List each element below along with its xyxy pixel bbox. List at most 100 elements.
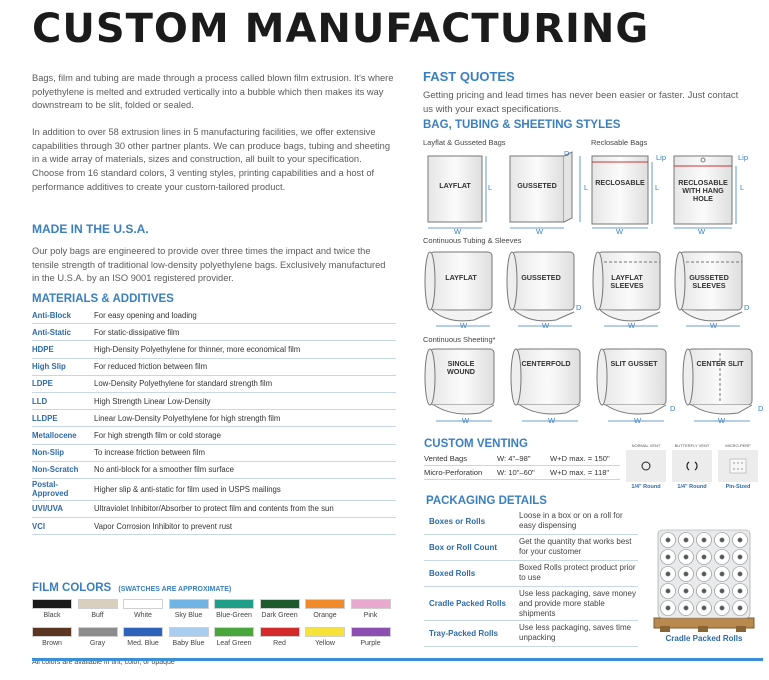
roll-core bbox=[665, 554, 671, 560]
reclosable-label: Reclosable Bags bbox=[591, 138, 648, 147]
dim-l-layflat: L bbox=[488, 183, 493, 192]
material-name: LLDPE bbox=[32, 413, 58, 423]
color-swatch-label: Gray bbox=[89, 640, 106, 647]
sheeting-roll-1 bbox=[424, 348, 495, 415]
sheet-label-slit-gusset: SLIT GUSSET bbox=[610, 359, 658, 368]
reclosable-bag-shape bbox=[591, 155, 649, 225]
color-swatch-label: Sky Blue bbox=[174, 612, 203, 619]
layflat-gusseted-label: Layflat & Gusseted Bags bbox=[423, 138, 506, 147]
packaging-name: Cradle Packed Rolls bbox=[429, 599, 506, 608]
packaging-description: Loose in a box or on a roll for easy dis… bbox=[519, 511, 623, 530]
sheet-label-single-wound: SINGLE WOUND bbox=[447, 359, 475, 376]
bag-label-layflat: LAYFLAT bbox=[439, 181, 471, 190]
material-description: For static-dissipative film bbox=[94, 327, 180, 337]
roll-core bbox=[665, 588, 671, 594]
sheeting-diagrams bbox=[418, 345, 768, 425]
pallet-illustration bbox=[653, 529, 755, 632]
bag-styles-illustration bbox=[427, 151, 737, 229]
venting-row: Vented Bags W: 4"–98" W+D max. = 150" bbox=[424, 452, 620, 466]
color-swatch bbox=[123, 627, 163, 637]
material-description: Higher slip & anti-static for film used … bbox=[94, 484, 281, 494]
dim-lip-hang-hole: Lip bbox=[738, 153, 749, 162]
color-swatch-label: Red bbox=[273, 640, 286, 647]
fast-quotes-heading: FAST QUOTES bbox=[423, 69, 515, 84]
material-name: Metallocene bbox=[32, 430, 77, 440]
color-swatch bbox=[123, 599, 163, 609]
dim-l-gusseted: L bbox=[584, 183, 589, 192]
intro-paragraph-1: Bags, film and tubing are made through a… bbox=[32, 73, 394, 111]
bag-label-reclosable: RECLOSABLE bbox=[595, 178, 645, 187]
roll-core bbox=[737, 588, 743, 594]
material-name: Non-Slip bbox=[32, 448, 65, 458]
venting-row-wd: W+D max. = 118" bbox=[550, 468, 610, 477]
materials-heading: MATERIALS & ADDITIVES bbox=[32, 293, 174, 305]
material-row: Anti-Block For easy opening and loading bbox=[32, 307, 396, 325]
color-swatch-label: Pink bbox=[363, 612, 378, 619]
packaging-name: Box or Roll Count bbox=[429, 543, 497, 552]
color-swatch-label: Baby Blue bbox=[172, 640, 205, 647]
bag-diagrams bbox=[424, 146, 764, 236]
material-description: For easy opening and loading bbox=[94, 310, 197, 320]
color-swatch bbox=[259, 599, 300, 609]
color-swatch-label: Med. Blue bbox=[127, 640, 159, 647]
vent-head-2: BUTTERFLY VENT bbox=[674, 443, 710, 448]
color-swatch bbox=[77, 599, 118, 609]
venting-row-name: Vented Bags bbox=[424, 454, 468, 463]
roll-core bbox=[701, 554, 707, 560]
sheet-dim-w-3: W bbox=[634, 416, 642, 425]
packaging-description: Use less packaging, saves time unpacking bbox=[519, 623, 632, 642]
tubing-roll-2 bbox=[506, 251, 575, 322]
sheet-dim-d-2: D bbox=[758, 404, 764, 413]
roll-core bbox=[701, 571, 707, 577]
sheeting-illustration bbox=[424, 348, 753, 422]
roll-core bbox=[701, 588, 707, 594]
color-swatch bbox=[32, 599, 72, 609]
tube-label-layflat-sleeves: LAYFLAT SLEEVES bbox=[610, 273, 644, 290]
tubing-diagrams bbox=[418, 248, 768, 330]
sheeting-roll-3 bbox=[596, 348, 667, 415]
dim-w-hang-hole: W bbox=[698, 227, 706, 236]
color-swatch bbox=[259, 627, 300, 637]
packaging-name: Boxes or Rolls bbox=[429, 517, 486, 526]
tube-label-layflat: LAYFLAT bbox=[445, 273, 477, 282]
material-name: Anti-Block bbox=[32, 310, 71, 320]
color-swatch-label: Brown bbox=[42, 640, 62, 647]
tubing-illustration bbox=[424, 251, 743, 327]
roll-core bbox=[737, 554, 743, 560]
roll-core bbox=[701, 537, 707, 543]
color-swatch-label: Yellow bbox=[315, 640, 335, 647]
tubing-roll-4 bbox=[674, 251, 743, 322]
roll-core bbox=[719, 554, 725, 560]
material-description: Vapor Corrosion Inhibitor to prevent rus… bbox=[94, 521, 233, 531]
roll-core bbox=[665, 537, 671, 543]
material-name: HDPE bbox=[32, 344, 54, 354]
color-swatch bbox=[77, 627, 118, 637]
material-name: Postal-Approved bbox=[32, 480, 69, 499]
tube-dim-w-1: W bbox=[460, 321, 468, 330]
material-name: LLD bbox=[32, 396, 48, 406]
venting-row-w: W: 4"–98" bbox=[497, 454, 531, 463]
roll-core bbox=[719, 605, 725, 611]
tube-dim-d-1: D bbox=[576, 303, 582, 312]
roll-core bbox=[683, 554, 689, 560]
tube-dim-d-2: D bbox=[744, 303, 750, 312]
color-swatch-label: White bbox=[134, 612, 152, 619]
film-colors-heading: FILM COLORS (SWATCHES ARE APPROXIMATE) bbox=[32, 582, 231, 594]
color-swatch bbox=[214, 627, 254, 637]
dim-w-reclosable: W bbox=[616, 227, 624, 236]
usa-paragraph: Our poly bags are engineered to provide … bbox=[32, 246, 386, 284]
venting-row-w: W: 10"–60" bbox=[497, 468, 535, 477]
material-name: VCI bbox=[32, 521, 45, 531]
styles-heading: BAG, TUBING & SHEETING STYLES bbox=[423, 119, 621, 131]
roll-core bbox=[683, 605, 689, 611]
